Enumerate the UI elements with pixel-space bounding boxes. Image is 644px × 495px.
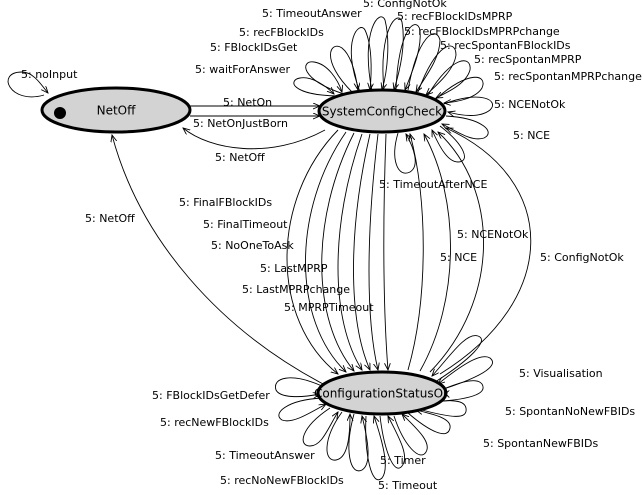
- initial-state-marker: [54, 107, 66, 119]
- label-timeoutafternce: 5: TimeoutAfterNCE: [379, 178, 487, 191]
- label-ncenotok-loop: 5: NCENotOk: [494, 98, 566, 111]
- syscfg-self-loops: [293, 16, 493, 174]
- label-confignotok-back: 5: ConfigNotOk: [540, 251, 624, 264]
- edge-noinput: [7, 71, 48, 98]
- edge-labels: 5: noInput 5: NetOn 5: NetOnJustBorn 5: …: [21, 0, 642, 492]
- label-ncenotok-back: 5: NCENotOk: [457, 228, 529, 241]
- state-netoff-label: NetOff: [97, 104, 137, 118]
- label-recfblockidsmprpchange: 5: recFBlockIDsMPRPchange: [404, 25, 560, 38]
- label-lastmprp: 5: LastMPRP: [260, 262, 328, 275]
- state-configurationstatusok-label: ConfigurationStatusOk: [314, 387, 450, 401]
- state-configurationstatusok[interactable]: ConfigurationStatusOk: [314, 370, 450, 416]
- label-recspontanmprp: 5: recSpontanMPRP: [474, 53, 582, 66]
- label-finalfblockids: 5: FinalFBlockIDs: [179, 196, 272, 209]
- label-nce-back: 5: NCE: [440, 251, 477, 264]
- label-recfblockids-sys: 5: recFBlockIDs: [239, 26, 324, 39]
- label-netoff-sys: 5: NetOff: [215, 151, 265, 164]
- label-netonjustborn: 5: NetOnJustBorn: [193, 117, 288, 130]
- label-timeout: 5: Timeout: [378, 479, 438, 492]
- state-netoff[interactable]: NetOff: [40, 86, 192, 134]
- edge-netoff-from-sys: [183, 128, 326, 150]
- label-noinput: 5: noInput: [21, 68, 78, 81]
- label-fblockidsgetdefer: 5: FBlockIDsGetDefer: [152, 389, 270, 402]
- sys-to-cfg-edges: [286, 129, 388, 374]
- label-recnonewfblockids: 5: recNoNewFBlockIDs: [220, 474, 344, 487]
- label-finaltimeout: 5: FinalTimeout: [203, 218, 288, 231]
- cfgok-self-loops: [275, 335, 493, 481]
- label-recspontanmprpchange: 5: recSpontanMPRPchange: [494, 70, 642, 83]
- state-systemconfigcheck-label: SystemConfigCheck: [322, 105, 442, 119]
- label-visualisation: 5: Visualisation: [519, 367, 603, 380]
- label-confignotok-loop: 5: ConfigNotOk: [363, 0, 447, 10]
- label-recfblockidsmprp: 5: recFBlockIDsMPRP: [397, 10, 513, 23]
- label-netoff-cfg: 5: NetOff: [85, 212, 135, 225]
- label-timeoutanswer-cfg: 5: TimeoutAnswer: [215, 449, 315, 462]
- label-noonetoask: 5: NoOneToAsk: [211, 239, 294, 252]
- label-spontannonewfbids: 5: SpontanNoNewFBIDs: [505, 405, 635, 418]
- label-timeoutanswer-sys: 5: TimeoutAnswer: [262, 7, 362, 20]
- label-nce-loop: 5: NCE: [513, 129, 550, 142]
- label-waitforanswer: 5: waitForAnswer: [195, 63, 290, 76]
- label-fblockidsget: 5: FBlockIDsGet: [210, 41, 298, 54]
- label-spontannewfbids: 5: SpontanNewFBIDs: [483, 437, 598, 450]
- label-recnewfblockids: 5: recNewFBlockIDs: [160, 416, 269, 429]
- label-mprptimeout: 5: MPRPTimeout: [284, 301, 374, 314]
- label-timer: 5: Timer: [380, 454, 426, 467]
- edge-netoff-from-cfg: [112, 135, 326, 386]
- state-systemconfigcheck[interactable]: SystemConfigCheck: [317, 88, 447, 134]
- label-neton: 5: NetOn: [223, 96, 272, 109]
- label-recspontanfblockids: 5: recSpontanFBlockIDs: [440, 39, 571, 52]
- label-lastmprpchange: 5: LastMPRPchange: [242, 283, 350, 296]
